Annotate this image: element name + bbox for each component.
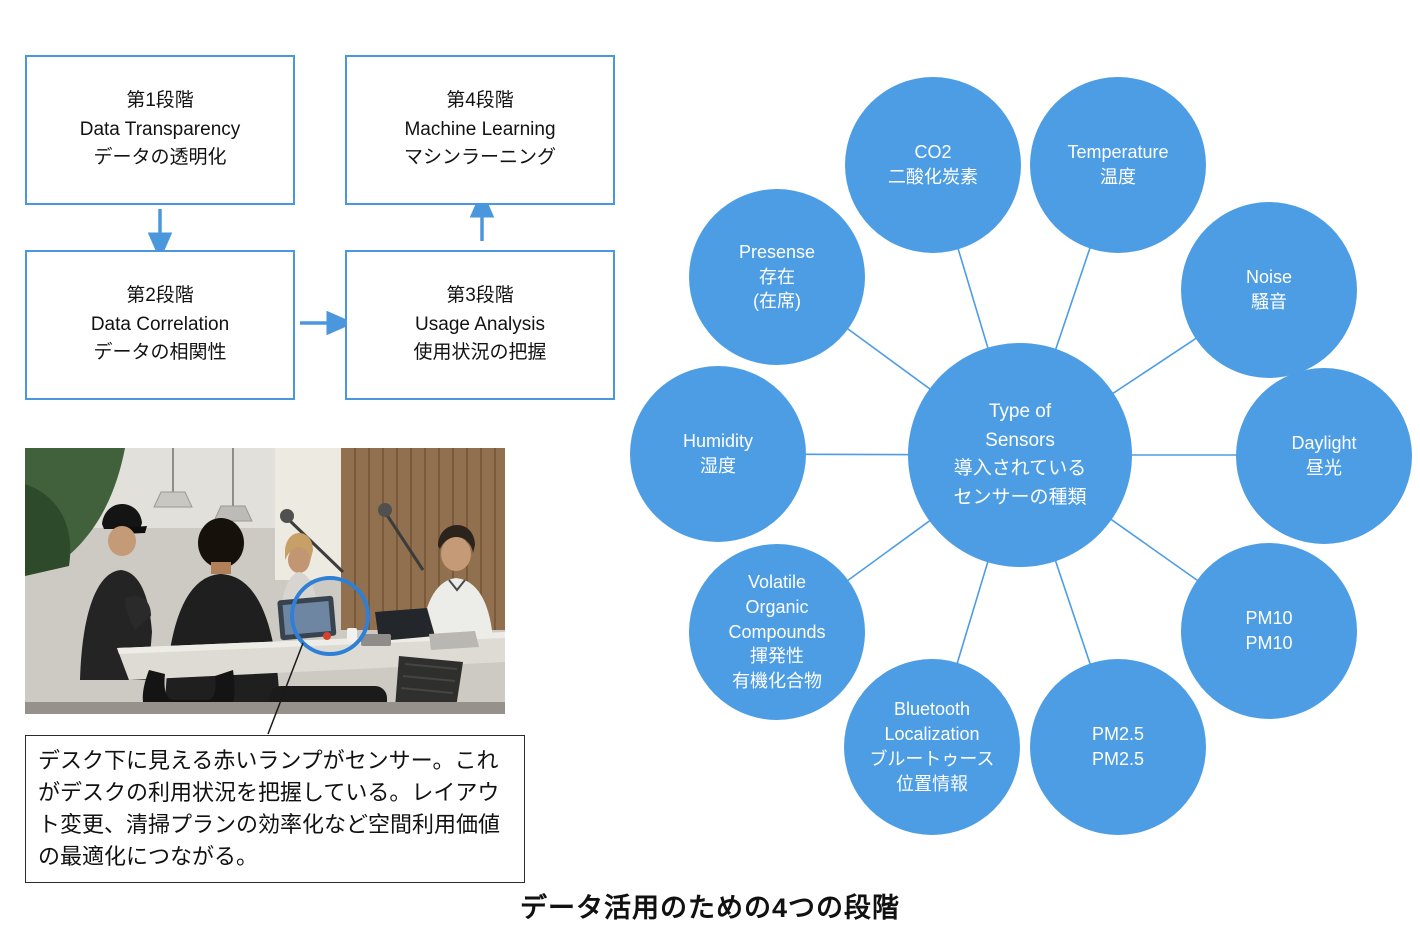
node-label: PM2.5: [1091, 724, 1145, 745]
flow-step-2: 第2段階 Data Correlation データの相関性: [25, 250, 295, 400]
flow-arrows: [147, 189, 495, 336]
office-photo-graphic: [25, 448, 505, 714]
sensor-node-temperature: Temperature 温度: [1030, 77, 1206, 253]
node-label: 有機化合物: [732, 671, 822, 692]
node-label: 湿度: [700, 456, 736, 476]
node-label: PM2.5: [1091, 749, 1145, 769]
node-label: 存在: [759, 266, 795, 287]
node-label: Organic: [745, 596, 809, 617]
flow-step-2-line: Data Correlation: [90, 313, 230, 335]
center-node-label: センサーの種類: [953, 486, 1087, 508]
node-label: Presense: [738, 241, 816, 262]
node-label: 揮発性: [750, 646, 804, 667]
flow-step-2-line: データの相関性: [93, 342, 227, 364]
sensor-node-bluetooth: Bluetooth Localization ブルートゥース 位置情報: [844, 659, 1020, 835]
floor: [25, 702, 505, 714]
sensor-node-daylight: Daylight 昼光: [1236, 368, 1412, 544]
sensor-node-noise: Noise 騒音: [1181, 202, 1357, 378]
center-node-label: 導入されている: [953, 458, 1087, 479]
node-label: (在席): [753, 291, 801, 312]
flow-step-3: 第3段階 Usage Analysis 使用状況の把握: [345, 250, 615, 400]
flow-step-1-line: データの透明化: [93, 147, 227, 169]
node-label: Volatile: [747, 571, 807, 592]
sensor-lamp-dot: [323, 632, 331, 640]
sensor-node-voc: Volatile Organic Compounds 揮発性 有機化合物: [689, 544, 865, 720]
flow-step-4-line: 第4段階: [446, 90, 514, 112]
flow-step-3-line: 使用状況の把握: [413, 342, 547, 364]
photo-caption-text: デスク下に見える赤いランプがセンサー。これがデスクの利用状況を把握している。レイ…: [38, 748, 501, 869]
flow-step-1-line: 第1段階: [126, 90, 194, 112]
lamps: [153, 448, 425, 574]
plant: [25, 448, 125, 576]
photo-caption: デスク下に見える赤いランプがセンサー。これがデスクの利用状況を把握している。レイ…: [25, 735, 525, 883]
node-label: 位置情報: [896, 773, 968, 794]
node-label: 温度: [1100, 167, 1136, 187]
flow-step-3-line: Usage Analysis: [415, 313, 545, 335]
flow-step-1: 第1段階 Data Transparency データの透明化: [25, 55, 295, 205]
center-node-label: Type of: [988, 401, 1052, 422]
node-label: ブルートゥース: [869, 749, 995, 769]
node-label: Humidity: [682, 431, 753, 452]
sensor-center-node: Type of Sensors 導入されている センサーの種類: [908, 343, 1132, 567]
office-photo: [25, 448, 505, 714]
flow-step-4-line: Machine Learning: [404, 118, 556, 140]
node-label: Bluetooth: [893, 699, 971, 720]
node-label: 昼光: [1306, 458, 1342, 478]
person-right: [421, 525, 493, 640]
node-label: 騒音: [1251, 292, 1287, 312]
flow-step-3-line: 第3段階: [446, 285, 514, 307]
sensor-node-pm2-5: PM2.5 PM2.5: [1030, 659, 1206, 835]
node-label: Noise: [1245, 267, 1293, 288]
node-label: Daylight: [1291, 433, 1357, 454]
node-label: Temperature: [1067, 142, 1169, 163]
node-label: Compounds: [728, 621, 826, 642]
page-title: データ活用のための4つの段階: [519, 893, 900, 923]
node-label: PM10: [1245, 633, 1293, 653]
center-node-label: Sensors: [985, 429, 1055, 451]
sensor-node-humidity: Humidity 湿度: [630, 366, 806, 542]
flow-step-4: 第4段階 Machine Learning マシンラーニング: [345, 55, 615, 205]
flow-step-4-line: マシンラーニング: [403, 147, 556, 169]
node-label: Localization: [884, 724, 980, 745]
flow-step-2-line: 第2段階: [126, 285, 194, 307]
sensor-node-pm10: PM10 PM10: [1181, 543, 1357, 719]
node-label: CO2: [914, 142, 952, 163]
flow-step-1-line: Data Transparency: [79, 118, 241, 140]
node-label: 二酸化炭素: [888, 167, 978, 187]
annotation-circle-icon: [290, 576, 370, 656]
node-label: PM10: [1245, 608, 1293, 629]
sensor-node-presence: Presense 存在 (在席): [689, 189, 865, 365]
sensor-node-co2: CO2 二酸化炭素: [845, 77, 1021, 253]
